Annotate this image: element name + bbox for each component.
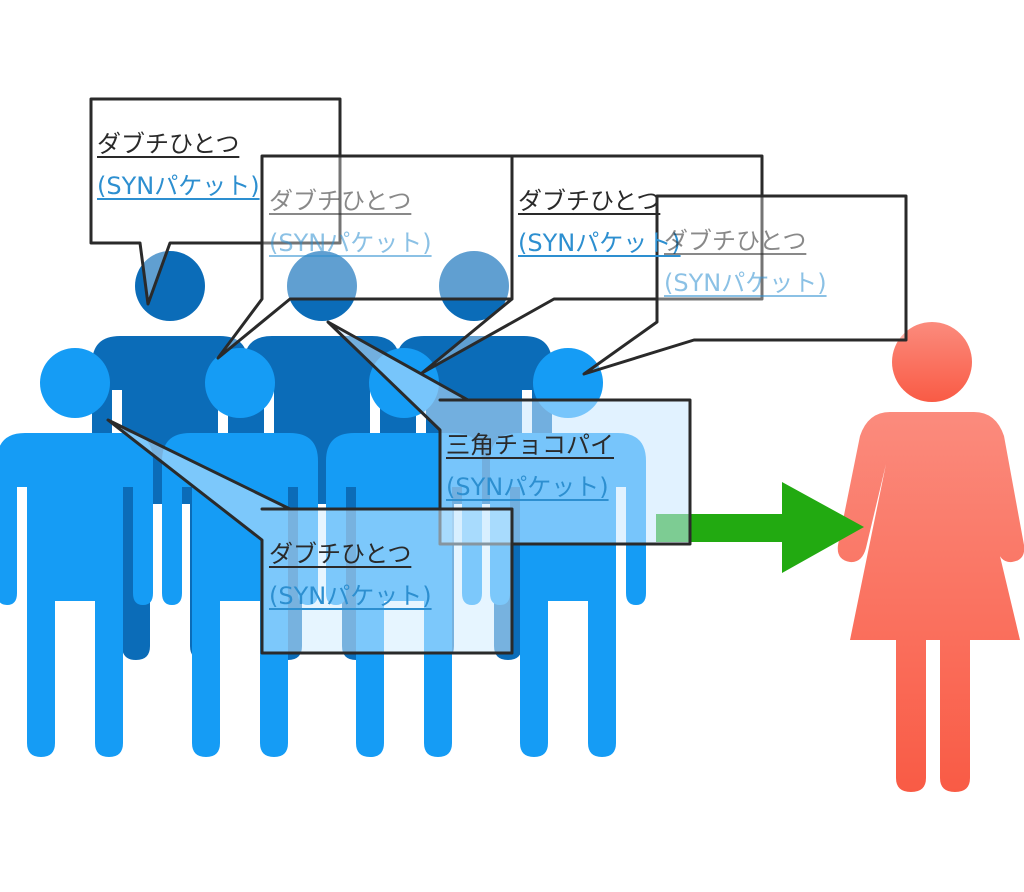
speech-bubble-6 (106, 418, 514, 655)
packet-label: (SYNパケット) (269, 582, 432, 610)
speech-bubble-1 (89, 97, 342, 306)
packet-label: (SYNパケット) (518, 229, 681, 257)
bubble-text-5: 三角チョコパイ (SYNパケット) (446, 424, 614, 508)
order-text: ダブチひとつ (269, 540, 412, 568)
bubble-text-3: ダブチひとつ (SYNパケット) (518, 180, 681, 264)
speech-bubble-4 (582, 194, 908, 376)
right-arrow-icon (656, 482, 864, 573)
bubble-text-2: ダブチひとつ (SYNパケット) (269, 180, 432, 264)
bubble-text-6: ダブチひとつ (SYNパケット) (269, 533, 432, 617)
packet-label: (SYNパケット) (664, 269, 827, 297)
order-text: 三角チョコパイ (446, 431, 614, 459)
packet-label: (SYNパケット) (269, 229, 432, 257)
order-text: ダブチひとつ (269, 187, 412, 215)
speech-bubble-3 (420, 154, 764, 375)
bubble-text-1: ダブチひとつ (SYNパケット) (97, 123, 260, 207)
order-text: ダブチひとつ (518, 187, 661, 215)
order-text: ダブチひとつ (97, 130, 240, 158)
woman-icon (837, 322, 1024, 792)
bubble-text-4: ダブチひとつ (SYNパケット) (664, 220, 827, 304)
speech-bubble-5 (326, 320, 692, 546)
order-text: ダブチひとつ (664, 227, 807, 255)
packet-label: (SYNパケット) (446, 473, 609, 501)
packet-label: (SYNパケット) (97, 172, 260, 200)
